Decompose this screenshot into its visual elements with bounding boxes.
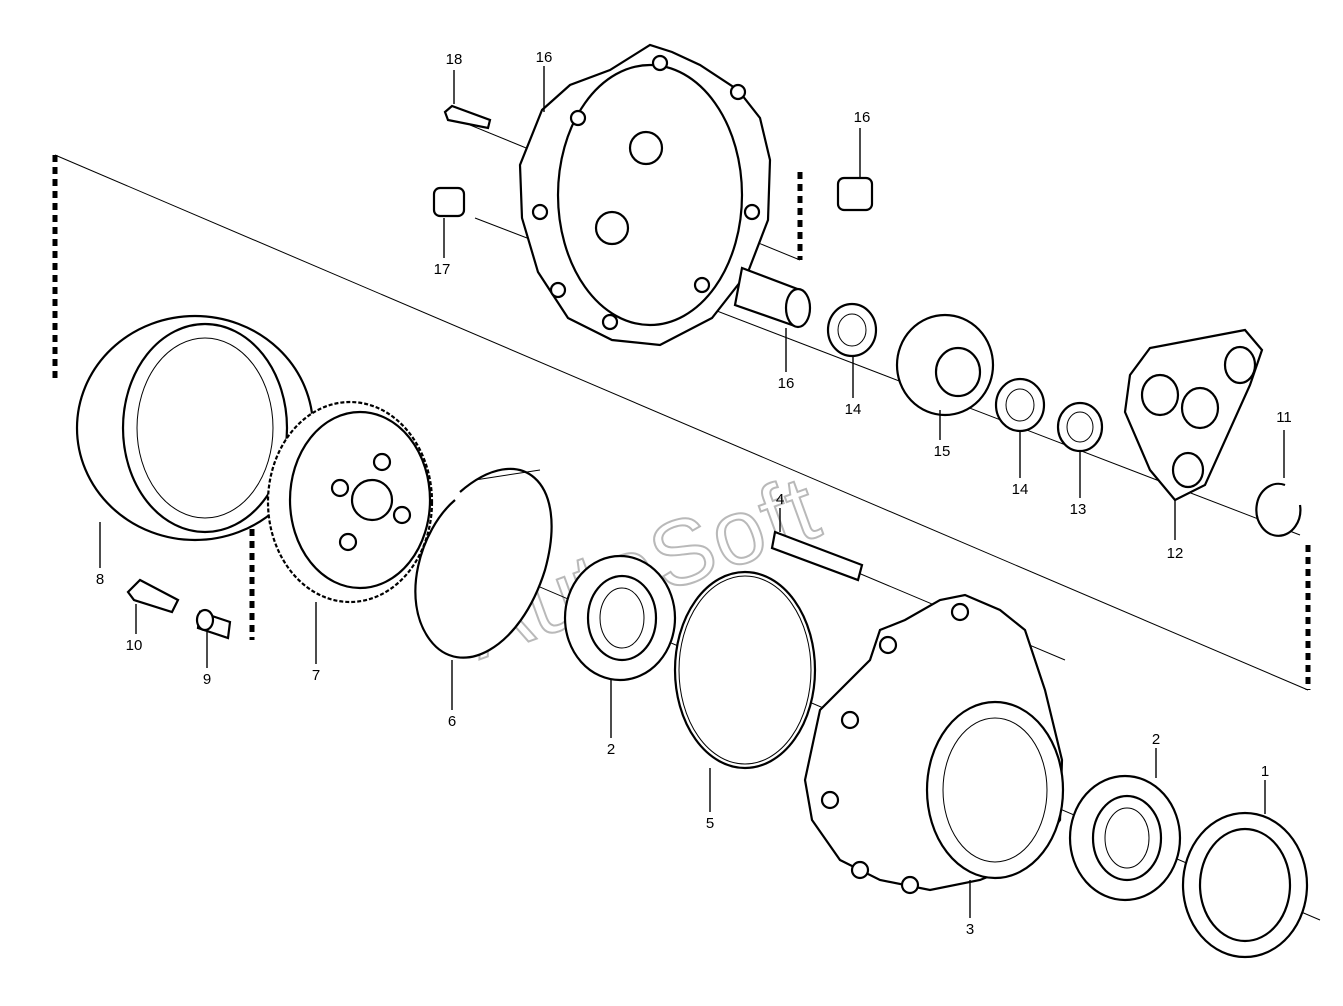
callout-16-pin: 16	[778, 375, 795, 392]
callout-11: 11	[1276, 409, 1292, 426]
part-2-bearing-right	[1068, 774, 1182, 902]
part-17-plug	[432, 186, 466, 218]
part-14-gear-right	[994, 377, 1046, 433]
callout-5: 5	[706, 815, 714, 832]
part-2-bearing-left	[563, 554, 677, 682]
part-13-washer	[1056, 401, 1104, 453]
callout-6: 6	[448, 713, 456, 730]
callout-16-plug: 16	[854, 109, 871, 126]
part-15-gear	[895, 313, 995, 417]
part-16-cover-flange	[518, 43, 772, 347]
part-6-retaining-ring	[414, 467, 553, 659]
callout-10: 10	[126, 637, 143, 654]
callout-18: 18	[446, 51, 463, 68]
callout-7: 7	[312, 667, 320, 684]
callout-17: 17	[434, 261, 451, 278]
part-8-ring-gear	[75, 314, 315, 542]
callout-4: 4	[776, 491, 784, 508]
part-18-bolt	[443, 104, 492, 130]
part-16-pin	[733, 266, 812, 329]
part-9-sleeve	[195, 608, 232, 640]
callout-14-right: 14	[1012, 481, 1029, 498]
part-12-plate	[1123, 328, 1264, 502]
callout-1: 1	[1261, 763, 1269, 780]
part-3-housing	[803, 593, 1065, 895]
callout-9: 9	[203, 671, 211, 688]
callout-2-left: 2	[607, 741, 615, 758]
callout-2-right: 2	[1152, 731, 1160, 748]
callout-12: 12	[1167, 545, 1184, 562]
callout-15: 15	[934, 443, 951, 460]
part-4-stud	[770, 530, 864, 582]
callout-13: 13	[1070, 501, 1087, 518]
callout-3: 3	[966, 921, 974, 938]
part-10-bolt	[126, 578, 180, 614]
part-5-o-ring	[673, 570, 817, 770]
callout-14-left: 14	[845, 401, 862, 418]
part-7-gear	[266, 400, 434, 604]
leader-lines	[99, 66, 1285, 918]
dashed-bracket-lines	[52, 155, 1311, 690]
callout-8: 8	[96, 571, 104, 588]
callout-labels: 18 16 16 17 16 14 15 14 13 12 11 8 10 9 …	[96, 49, 1292, 938]
part-16-small-plug	[836, 176, 874, 212]
part-1-seal	[1181, 811, 1309, 959]
part-11-circlip	[1255, 482, 1302, 537]
part-14-gear-left	[826, 302, 878, 358]
callout-16-cover: 16	[536, 49, 553, 66]
